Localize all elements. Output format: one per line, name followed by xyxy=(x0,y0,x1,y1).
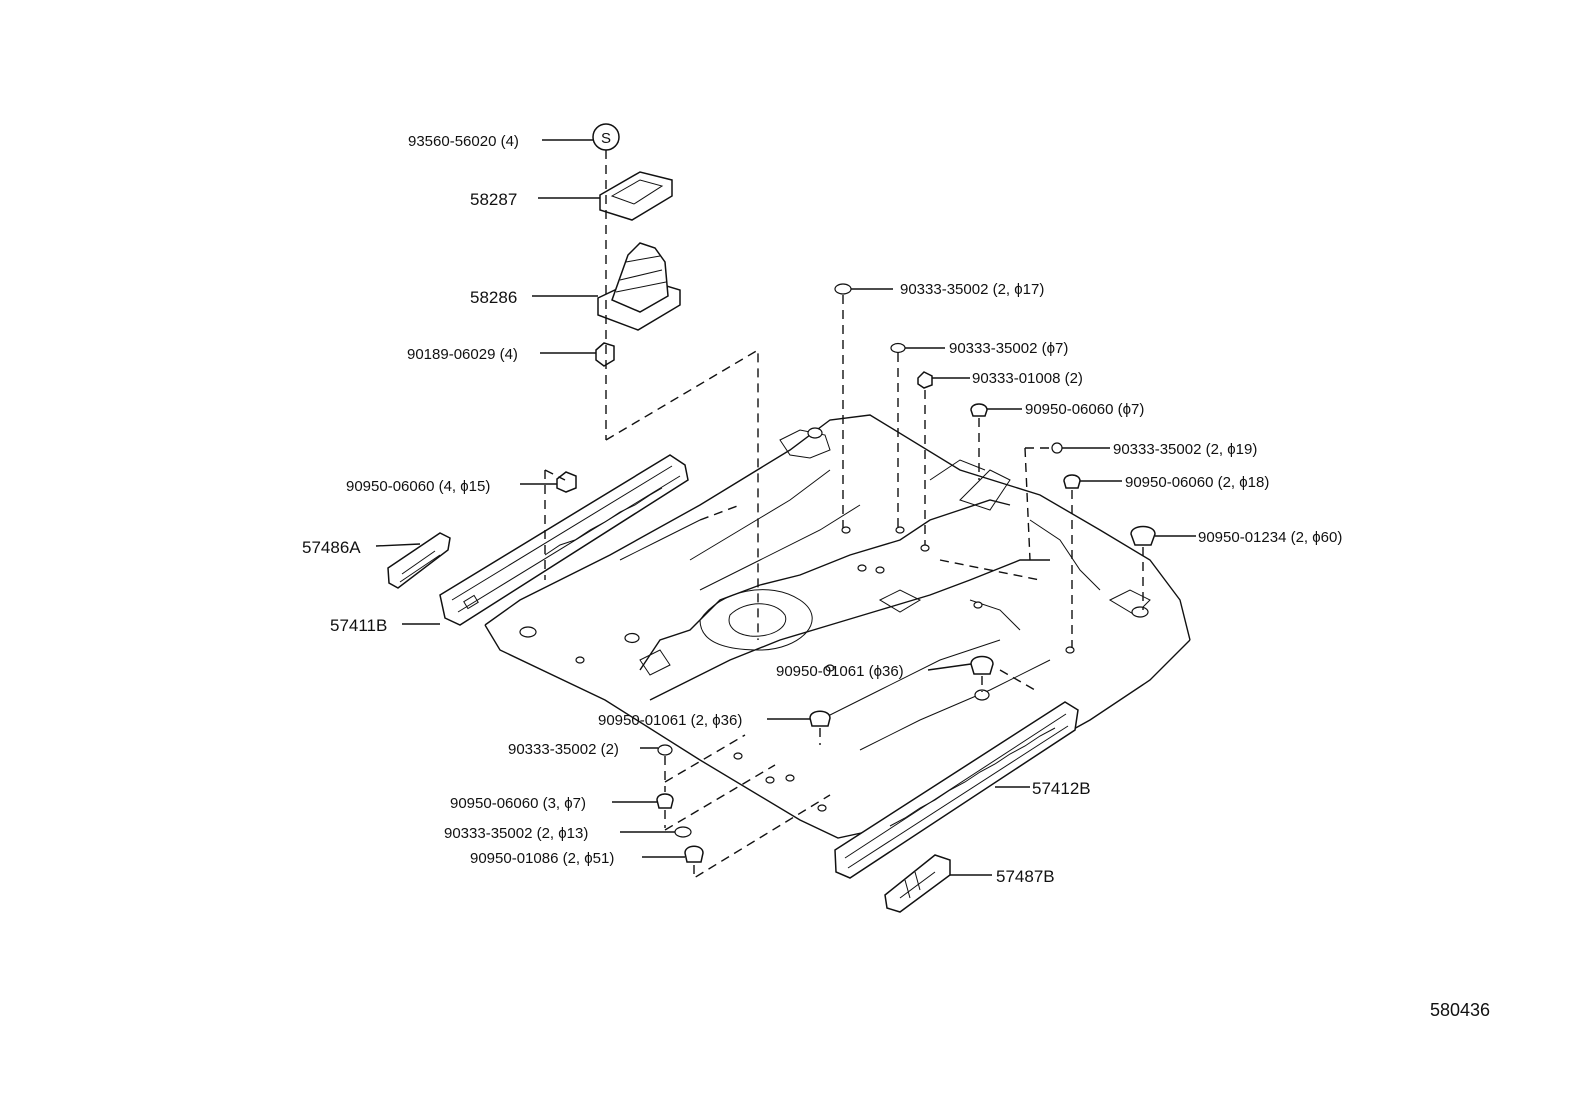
callout-90189-06029: 90189-06029 (4) xyxy=(407,346,518,363)
callout-90950-01061-b: 90950-01061 (2, ϕ36) xyxy=(598,712,742,729)
callout-58286: 58286 xyxy=(470,288,517,307)
callout-57411B: 57411B xyxy=(330,616,387,635)
callout-58287: 58287 xyxy=(470,190,517,209)
callout-90333-35002-e: 90333-35002 (2, ϕ13) xyxy=(444,825,588,842)
callout-90950-06060-a: 90950-06060 (4, ϕ15) xyxy=(346,478,490,495)
callout-90333-01008: 90333-01008 (2) xyxy=(972,370,1083,387)
sill-plate-57411B xyxy=(439,454,689,626)
callout-57412B: 57412B xyxy=(1032,779,1091,798)
callout-90950-06060-b: 90950-06060 (ϕ7) xyxy=(1025,401,1144,418)
callout-90950-06060-d: 90950-06060 (3, ϕ7) xyxy=(450,795,586,812)
dashed-guides xyxy=(544,295,1144,880)
callout-90333-35002-c: 90333-35002 (2, ϕ19) xyxy=(1113,441,1257,458)
scuff-plate-57486A xyxy=(387,532,451,589)
callout-90333-35002-a: 90333-35002 (2, ϕ17) xyxy=(900,281,1044,298)
callout-90950-01234: 90950-01234 (2, ϕ60) xyxy=(1198,529,1342,546)
callout-90950-01086: 90950-01086 (2, ϕ51) xyxy=(470,850,614,867)
callout-57487B: 57487B xyxy=(996,867,1055,886)
plugs xyxy=(556,283,1156,863)
leader-lines xyxy=(375,139,1196,876)
callout-labels: 93560-56020 (4) 58287 58286 90189-06029 … xyxy=(302,133,1342,886)
shift-boot-assembly: S xyxy=(592,123,759,640)
floor-pan xyxy=(484,414,1191,839)
figure-id: 580436 xyxy=(1430,1000,1491,1020)
callout-90333-35002-b: 90333-35002 (ϕ7) xyxy=(949,340,1068,357)
callout-93560-56020: 93560-56020 (4) xyxy=(408,133,519,150)
callout-57486A: 57486A xyxy=(302,538,361,557)
callout-90950-06060-c: 90950-06060 (2, ϕ18) xyxy=(1125,474,1269,491)
s-mark: S xyxy=(601,130,611,147)
scuff-plate-57487B xyxy=(884,854,951,913)
sill-plate-57412B xyxy=(834,701,1079,879)
callout-90333-35002-d: 90333-35002 (2) xyxy=(508,741,619,758)
callout-90950-01061-a: 90950-01061 (ϕ36) xyxy=(776,663,904,680)
